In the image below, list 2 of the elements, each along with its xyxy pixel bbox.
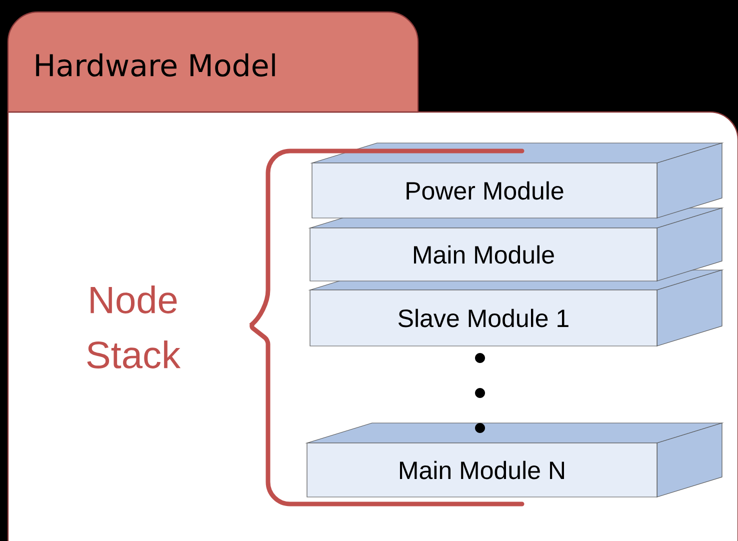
group-label: Node Stack xyxy=(87,286,181,368)
node-label: Hardware Model xyxy=(36,53,275,77)
